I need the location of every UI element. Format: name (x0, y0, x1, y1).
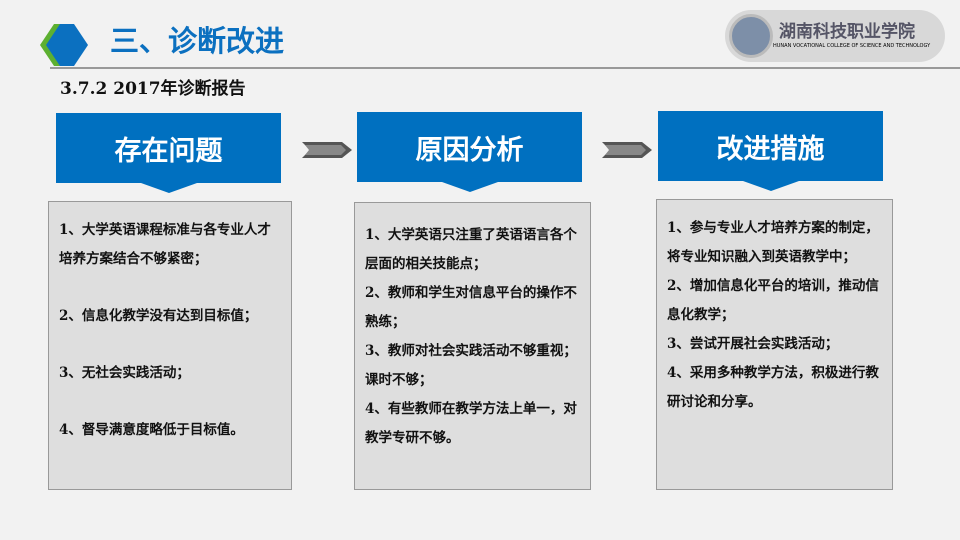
list-item: 1、大学英语只注重了英语语言各个层面的相关技能点； (365, 227, 577, 272)
logo-english: HUNAN VOCATIONAL COLLEGE OF SCIENCE AND … (773, 43, 931, 49)
heading-problems: 存在问题 (56, 113, 281, 193)
list-item: 2、信息化教学没有达到目标值； (59, 308, 258, 324)
logo-name: 湖南科技职业学院 (779, 22, 915, 42)
list-item: 3、无社会实践活动； (59, 365, 190, 381)
list-item: 4、有些教师在教学方法上单一，对教学专研不够。 (365, 401, 577, 446)
list-item: 3、尝试开展社会实践活动； (667, 336, 839, 352)
list-item: 2、教师和学生对信息平台的操作不熟练； (365, 285, 577, 330)
list-item: 4、采用多种教学方法，积极进行教研讨论和分享。 (667, 365, 879, 410)
list-item: 1、大学英语课程标准与各专业人才培养方案结合不够紧密； (59, 222, 271, 267)
college-logo: 湖南科技职业学院 HUNAN VOCATIONAL COLLEGE OF SCI… (725, 10, 945, 62)
diamond-logo-icon (40, 24, 88, 66)
list-item: 4、督导满意度略低于目标值。 (59, 422, 244, 438)
problems-box: 1、大学英语课程标准与各专业人才培养方案结合不够紧密； 2、信息化教学没有达到目… (48, 201, 292, 490)
list-item: 2、增加信息化平台的培训，推动信息化教学； (667, 278, 879, 323)
subtitle: 3.7.2 2017年诊断报告 (60, 79, 246, 99)
page-title: 三、诊断改进 (110, 24, 285, 58)
heading-improvements: 改进措施 (658, 111, 883, 191)
heading-causes: 原因分析 (357, 112, 582, 192)
causes-box: 1、大学英语只注重了英语语言各个层面的相关技能点； 2、教师和学生对信息平台的操… (354, 202, 591, 490)
list-item: 3、教师对社会实践活动不够重视；课时不够； (365, 343, 577, 388)
arrow-right-icon (302, 142, 352, 158)
list-item: 1、参与专业人才培养方案的制定，将专业知识融入到英语教学中； (667, 220, 879, 265)
arrow-right-icon (602, 142, 652, 158)
improvements-box: 1、参与专业人才培养方案的制定，将专业知识融入到英语教学中； 2、增加信息化平台… (656, 199, 893, 490)
divider (50, 67, 960, 69)
seal-icon (729, 14, 773, 58)
